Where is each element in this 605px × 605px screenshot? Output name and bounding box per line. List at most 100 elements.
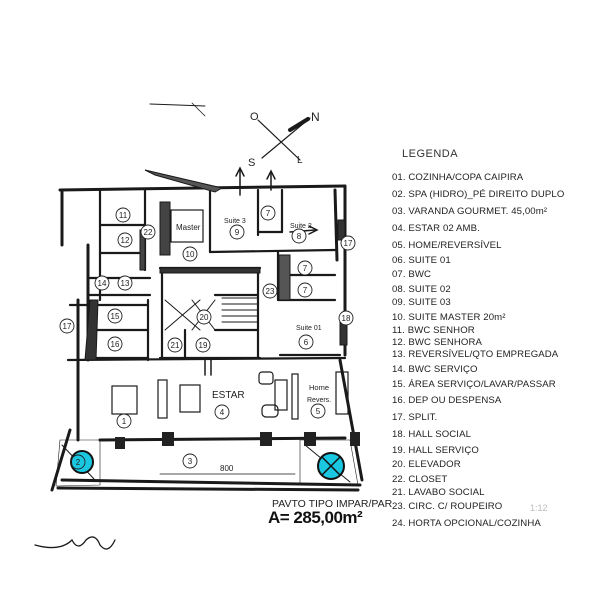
room-number-circle	[298, 334, 314, 350]
room-number-circle	[262, 283, 278, 299]
floor-area: A= 285,00m²	[268, 508, 363, 527]
room-number: 6	[304, 338, 309, 347]
room-number-circle	[117, 275, 133, 291]
legend-item: 01. COZINHA/COPA CAIPIRA	[392, 172, 524, 183]
room-number-circle	[167, 337, 183, 353]
room-number-circle	[116, 413, 132, 429]
legend-item: 02. SPA (HIDRO)_PÉ DIREITO DUPLO	[392, 189, 565, 200]
room-number: 18	[342, 314, 351, 323]
floor-name: PAVTO TIPO IMPAR/PAR	[272, 498, 393, 510]
room-number: 17	[63, 322, 72, 331]
sketch-stroke	[191, 102, 206, 117]
sketch-stroke	[149, 103, 206, 107]
room-number: 14	[98, 279, 107, 288]
compass	[257, 117, 311, 161]
room-number-circle	[260, 205, 276, 221]
room-number-circle	[140, 224, 156, 240]
compass-east: L	[297, 155, 303, 166]
room-number: 13	[121, 279, 130, 288]
legend-item: 14. BWC SERVIÇO	[392, 364, 478, 375]
scale-note: 1:12	[530, 503, 548, 513]
room-number: 3	[188, 457, 193, 466]
room-number-circle	[214, 404, 230, 420]
legend-item: 11. BWC SENHOR	[392, 325, 475, 336]
legend-item: 20. ELEVADOR	[392, 459, 461, 470]
label-estar: ESTAR	[212, 390, 245, 401]
compass-south: S	[248, 157, 255, 169]
label-suite2: Suite 2	[290, 223, 312, 230]
legend-item: 04. ESTAR 02 AMB.	[392, 223, 480, 234]
room-number: 22	[144, 228, 153, 237]
compass-west: O	[250, 111, 259, 123]
signature	[34, 536, 116, 550]
room-number-circle	[70, 454, 86, 470]
room-number-circle	[229, 224, 245, 240]
legend-item: 05. HOME/REVERSÍVEL	[392, 240, 502, 251]
room-number-circle	[297, 282, 313, 298]
room-number: 23	[266, 287, 275, 296]
legend-item: 09. SUITE 03	[392, 297, 451, 308]
north-arrow-icon	[288, 117, 310, 132]
legend-item: 07. BWC	[392, 269, 432, 280]
legend-item: 22. CLOSET	[392, 474, 448, 485]
label-suite01: Suite 01	[296, 325, 322, 332]
room-number-circle	[59, 318, 75, 334]
room-number: 10	[186, 250, 195, 259]
legend-item: 08. SUITE 02	[392, 284, 451, 295]
room-number: 7	[303, 286, 308, 295]
legend-item: 21. LAVABO SOCIAL	[392, 487, 485, 498]
label-suite3: Suite 3	[224, 218, 246, 225]
room-number: 11	[119, 211, 128, 220]
legend-item: 13. REVERSÍVEL/QTO EMPREGADA	[392, 349, 559, 360]
room-number: 16	[111, 340, 120, 349]
legend-item: 03. VARANDA GOURMET. 45,00m²	[392, 206, 548, 217]
room-number-circle	[115, 207, 131, 223]
room-number: 17	[344, 239, 353, 248]
legend-item: 23. CIRC. C/ ROUPEIRO	[392, 501, 503, 512]
room-number: 12	[121, 236, 130, 245]
label-dimension: 800	[220, 464, 234, 473]
furniture	[111, 209, 349, 420]
room-number: 1	[122, 417, 127, 426]
room-number-circle	[107, 308, 123, 324]
room-number-circle	[94, 275, 110, 291]
room-number: 21	[171, 341, 180, 350]
label-home: Home	[309, 383, 329, 392]
room-number-circle	[182, 453, 198, 469]
room-number-circle	[117, 232, 133, 248]
legend-item: 10. SUITE MASTER 20m²	[392, 312, 506, 323]
room-number-circle	[338, 310, 354, 326]
room-number-circle	[291, 228, 307, 244]
legend-item: 24. HORTA OPCIONAL/COZINHA	[392, 518, 541, 529]
room-number: 2	[76, 458, 81, 467]
legend-item: 18. HALL SOCIAL	[392, 429, 471, 440]
room-number-circle	[310, 403, 326, 419]
label-master: Master	[176, 223, 201, 232]
compass-north: N	[311, 110, 320, 124]
room-number: 20	[200, 313, 209, 322]
legend-item: 19. HALL SERVIÇO	[392, 445, 479, 456]
room-number: 5	[316, 407, 321, 416]
room-number: 7	[303, 264, 308, 273]
label-reversivel: Revers.	[307, 397, 331, 404]
legend-item: 15. ÁREA SERVIÇO/LAVAR/PASSAR	[392, 379, 556, 390]
room-number-circle	[182, 246, 198, 262]
room-number-circle	[195, 337, 211, 353]
room-number: 4	[220, 408, 225, 417]
room-number: 15	[111, 312, 120, 321]
legend-item: 17. SPLIT.	[392, 412, 438, 423]
room-number-circle	[196, 309, 212, 325]
legend-item: 16. DEP OU DESPENSA	[392, 395, 502, 406]
room-number-circle	[107, 336, 123, 352]
legend-title: LEGENDA	[402, 148, 459, 160]
room-number: 19	[199, 341, 208, 350]
room-number: 7	[266, 209, 271, 218]
room-number: 8	[297, 232, 302, 241]
room-number-circle	[297, 260, 313, 276]
spa-hot-tub-left	[70, 450, 94, 474]
legend-item: 12. BWC SENHORA	[392, 337, 482, 348]
pillars	[115, 432, 360, 449]
legend-item: 06. SUITE 01	[392, 255, 451, 266]
